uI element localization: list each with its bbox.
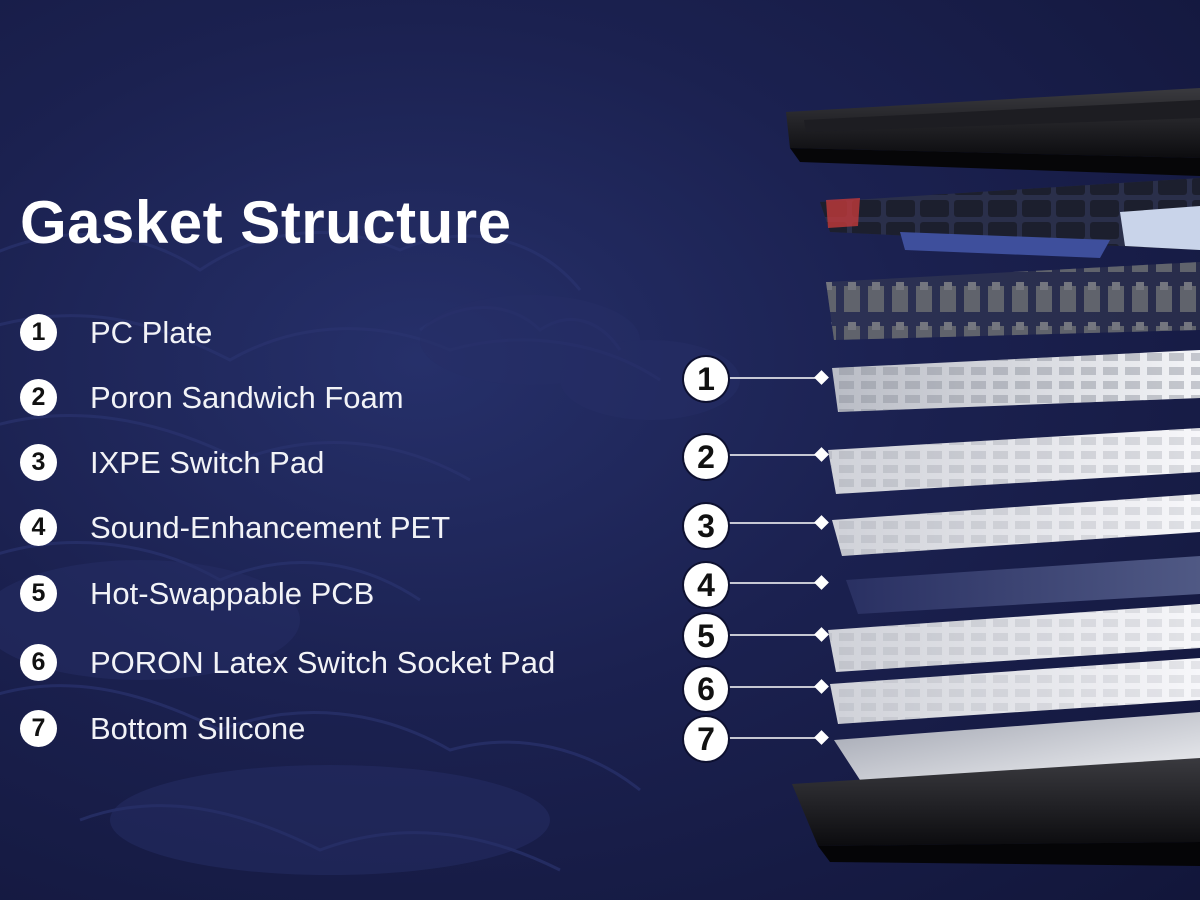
legend-item-hot-swappable-pcb: 5 Hot-Swappable PCB bbox=[20, 575, 374, 612]
callout-badge-1: 1 bbox=[684, 357, 728, 401]
legend-label: IXPE Switch Pad bbox=[90, 444, 325, 480]
leader-dot bbox=[814, 730, 829, 745]
number-badge: 4 bbox=[20, 509, 57, 546]
leader-dot bbox=[814, 370, 829, 385]
number-badge: 1 bbox=[20, 314, 57, 351]
leader-dot bbox=[814, 515, 829, 530]
legend-label: Bottom Silicone bbox=[90, 710, 306, 746]
leader-dot bbox=[814, 575, 829, 590]
callout-badge-5: 5 bbox=[684, 614, 728, 658]
leader-dot bbox=[814, 447, 829, 462]
leader-dot bbox=[814, 679, 829, 694]
number-badge: 7 bbox=[20, 710, 57, 747]
leader-dot bbox=[814, 627, 829, 642]
legend-label: Hot-Swappable PCB bbox=[90, 575, 375, 611]
callout-badge-7: 7 bbox=[684, 717, 728, 761]
callout-badge-3: 3 bbox=[684, 504, 728, 548]
number-badge: 6 bbox=[20, 644, 57, 681]
legend-item-pc-plate: 1 PC Plate bbox=[20, 314, 212, 351]
switches-layer bbox=[826, 262, 1200, 340]
legend-label: PC Plate bbox=[90, 314, 213, 350]
number-badge: 2 bbox=[20, 379, 57, 416]
layer-bottom-silicone bbox=[834, 712, 1200, 780]
callout-badge-2: 2 bbox=[684, 435, 728, 479]
legend-item-bottom-silicone: 7 Bottom Silicone bbox=[20, 710, 305, 747]
legend-label: PORON Latex Switch Socket Pad bbox=[90, 644, 556, 680]
callout-badge-4: 4 bbox=[684, 563, 728, 607]
number-badge: 3 bbox=[20, 444, 57, 481]
legend-item-poron-latex-switch-socket-pad: 6 PORON Latex Switch Socket Pad bbox=[20, 644, 555, 681]
legend-item-sound-enhancement-pet: 4 Sound-Enhancement PET bbox=[20, 509, 450, 546]
legend-label: Poron Sandwich Foam bbox=[90, 379, 404, 415]
legend-item-poron-sandwich-foam: 2 Poron Sandwich Foam bbox=[20, 379, 404, 416]
keycaps-layer bbox=[820, 178, 1200, 258]
number-badge: 5 bbox=[20, 575, 57, 612]
layer-poron-sandwich-foam bbox=[828, 428, 1200, 494]
legend-label: Sound-Enhancement PET bbox=[90, 509, 451, 545]
callout-badge-6: 6 bbox=[684, 667, 728, 711]
page-title: Gasket Structure bbox=[20, 189, 512, 256]
bottom-case bbox=[792, 758, 1200, 866]
legend-item-ixpe-switch-pad: 3 IXPE Switch Pad bbox=[20, 444, 324, 481]
layer-sound-enhancement-pet bbox=[846, 556, 1200, 614]
layer-pc-plate bbox=[832, 350, 1200, 412]
layer-ixpe-switch-pad bbox=[832, 494, 1200, 556]
layer-poron-latex-switch-socket-pad bbox=[830, 658, 1200, 724]
layer-hot-swappable-pcb bbox=[828, 604, 1200, 672]
top-case-frame bbox=[786, 88, 1200, 176]
